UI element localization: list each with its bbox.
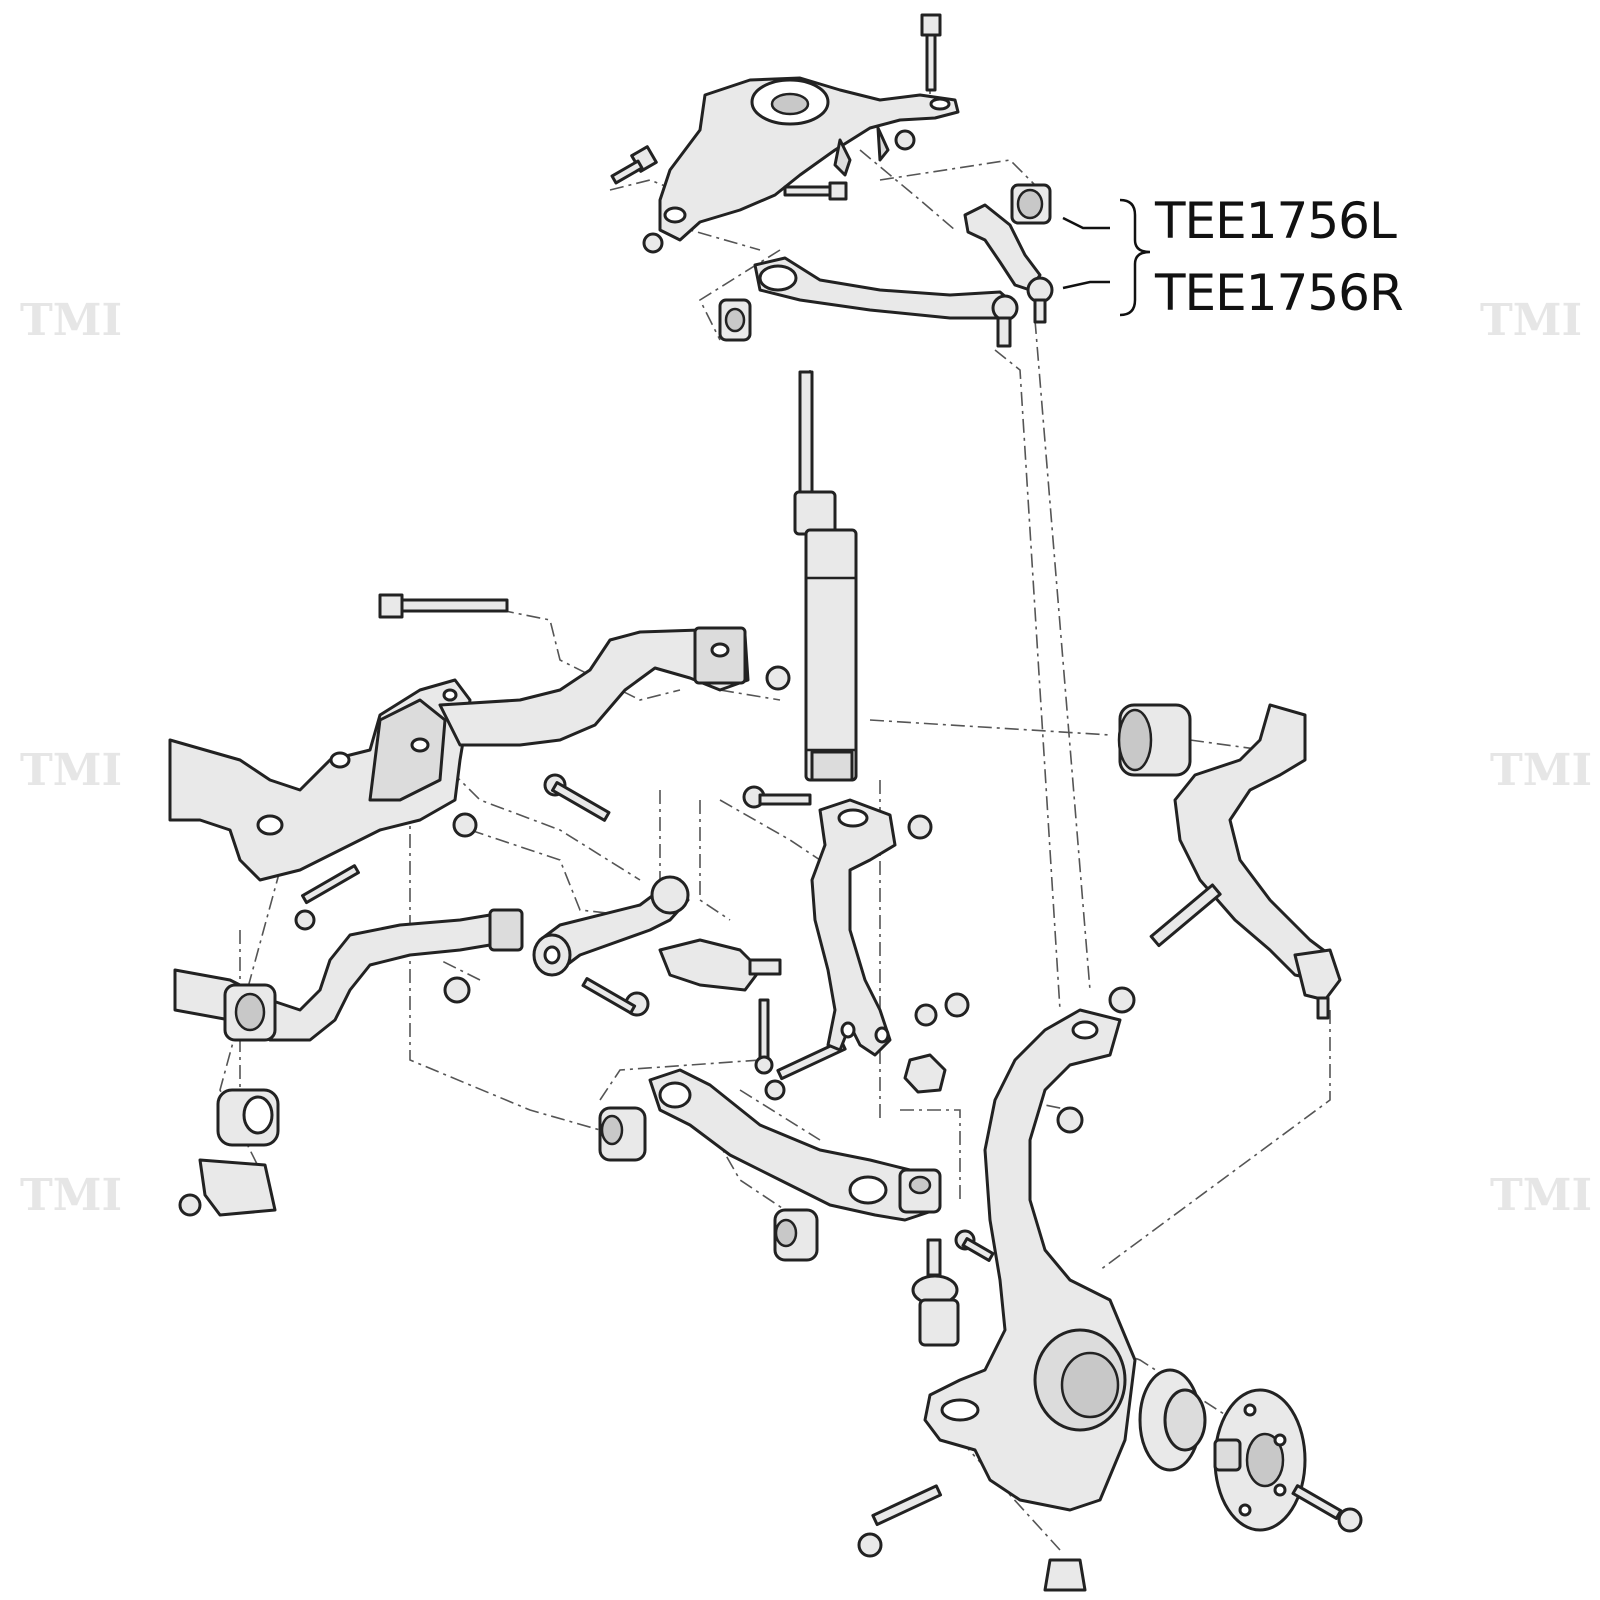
lower-arm-bushing <box>598 1106 819 1262</box>
subframe-bolts <box>294 773 611 1004</box>
top-left-bolt <box>610 145 658 185</box>
shock-absorber <box>793 370 858 782</box>
damper-fork <box>810 798 970 1094</box>
part-number-left: TEE1756L <box>1154 192 1397 250</box>
watermark-text: TMI <box>1480 295 1582 346</box>
rear-link-arm <box>532 875 690 977</box>
lower-arm <box>648 1068 942 1222</box>
stabilizer-link <box>658 938 782 1075</box>
top-bolt <box>920 13 942 92</box>
link-arm-bolts <box>581 977 650 1017</box>
bracket-nut <box>765 665 791 691</box>
upper-mount-bracket <box>658 76 960 242</box>
ball-joint <box>911 1238 960 1347</box>
upper-rear-arm <box>963 183 1054 324</box>
watermark-text: TMI <box>20 295 122 346</box>
knuckle-bolts <box>857 1106 1087 1592</box>
lower-front-arm <box>1173 703 1342 1020</box>
watermark-text: TMI <box>1490 1170 1592 1221</box>
part-number-right: TEE1756R <box>1154 264 1403 322</box>
upper-front-arm <box>718 256 1019 348</box>
watermark-text: TMI <box>20 745 122 796</box>
subframe <box>168 678 472 882</box>
stabilizer-bushing <box>178 983 280 1217</box>
hub-bolt <box>1291 1484 1363 1533</box>
wheel-bearing <box>1138 1368 1207 1472</box>
top-small-nut <box>642 129 916 254</box>
part-callout: TEE1756L TEE1756R <box>1062 192 1404 322</box>
cross-brace <box>438 626 750 747</box>
watermark-text: TMI <box>20 1170 122 1221</box>
wheel-hub <box>1213 1388 1307 1532</box>
long-bolt <box>378 593 509 619</box>
watermark-layer: TMI TMI TMI TMI TMI TMI <box>20 295 1592 1221</box>
large-bushing <box>1117 703 1192 777</box>
watermark-text: TMI <box>1490 745 1592 796</box>
steering-knuckle <box>923 1008 1137 1512</box>
front-arm-bolt <box>1108 883 1222 1014</box>
top-middle-bolt <box>783 181 848 201</box>
